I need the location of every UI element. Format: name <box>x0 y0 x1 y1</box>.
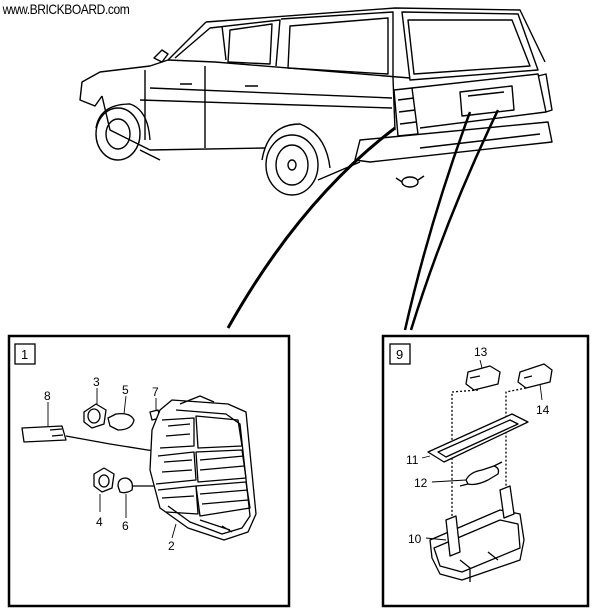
callout-10: 10 <box>408 532 422 546</box>
panel-number-box <box>14 343 36 365</box>
callout-2: 2 <box>168 539 175 553</box>
callout-12: 12 <box>414 476 428 490</box>
callout-13: 13 <box>474 345 488 359</box>
panel-license-plate-light <box>381 334 590 608</box>
station-wagon-illustration <box>79 7 553 196</box>
connector-plug <box>21 425 67 443</box>
callout-5: 5 <box>122 383 129 397</box>
panel-left-number: 1 <box>21 347 28 362</box>
seal-frame <box>427 413 529 463</box>
festoon-bulb <box>465 465 500 486</box>
panel-number-box <box>389 343 411 365</box>
bulb-holder-upper <box>83 403 107 429</box>
callout-11: 11 <box>406 453 419 467</box>
bulb-upper <box>107 412 135 431</box>
callout-7: 7 <box>152 385 159 399</box>
leader-lines <box>226 109 500 331</box>
connector-14 <box>517 363 553 389</box>
bulb-holder-lower <box>93 467 115 493</box>
callout-14: 14 <box>536 403 550 417</box>
watermark: www.BRICKBOARD.com <box>0 0 132 18</box>
callout-leaders <box>47 359 543 541</box>
bulb-lower <box>117 477 134 494</box>
plate-light-parts <box>427 363 553 582</box>
callout-6: 6 <box>122 519 129 533</box>
callout-4: 4 <box>96 515 103 529</box>
connector-13 <box>465 365 501 391</box>
panel-right-number: 9 <box>396 347 403 362</box>
tail-light-parts <box>21 395 257 541</box>
callout-3: 3 <box>93 375 100 389</box>
callout-8: 8 <box>44 389 51 403</box>
panel-tail-light <box>7 334 291 608</box>
